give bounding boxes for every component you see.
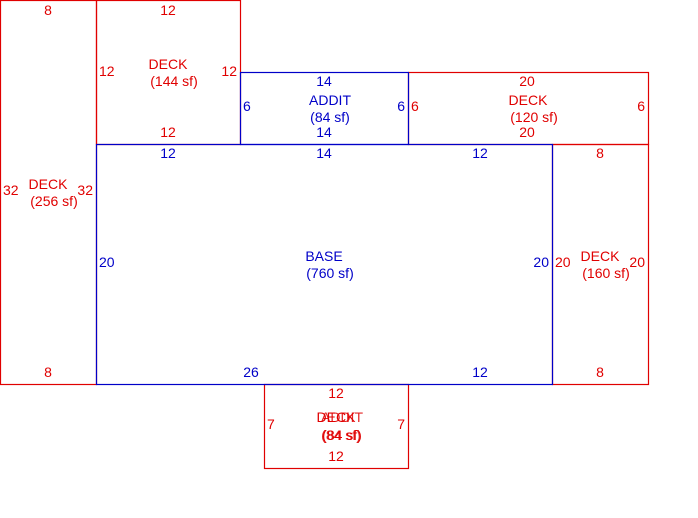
- deck-top-right-name: DECK: [509, 92, 549, 108]
- deck-top-right-area: (120 sf): [510, 109, 557, 125]
- addit-top-bottom-dim: 14: [316, 124, 332, 140]
- base-right-dim: 20: [533, 254, 549, 270]
- deck-top-area: (144 sf): [150, 73, 197, 89]
- base-top-mid-dim: 14: [316, 145, 332, 161]
- deck-top-right-left-dim: 6: [411, 98, 419, 114]
- base-top-left-dim: 12: [160, 145, 176, 161]
- base-bottom-right-dim: 12: [472, 364, 488, 380]
- addit-top-left-dim: 6: [243, 98, 251, 114]
- addit-bottom-right-dim: 7: [397, 416, 405, 432]
- addit-top-area: (84 sf): [310, 109, 350, 125]
- deck-left-name: DECK: [29, 176, 69, 192]
- deck-left-left-dim: 32: [3, 182, 19, 198]
- deck-top-right-right-dim: 6: [637, 98, 645, 114]
- deck-right-bottom-dim: 8: [596, 364, 604, 380]
- addit-top-name: ADDIT: [309, 92, 351, 108]
- deck-right-right-dim: 20: [629, 254, 645, 270]
- deck-right-name: DECK: [581, 248, 621, 264]
- addit-bottom-name: ADDIT: [321, 409, 363, 425]
- deck-top-right-dim: 12: [221, 63, 237, 79]
- deck-right-top-dim: 8: [596, 145, 604, 161]
- deck-left-bottom-dim: 8: [44, 364, 52, 380]
- deck-top-bottom-dim: 12: [160, 124, 176, 140]
- addit-top-top-dim: 14: [316, 73, 332, 89]
- deck-left-area: (256 sf): [30, 193, 77, 209]
- deck-top-right-top-dim: 20: [519, 73, 535, 89]
- base-outline: [95, 143, 554, 386]
- base-area: (760 sf): [306, 265, 353, 281]
- addit-bottom-bottom-dim: 12: [328, 448, 344, 464]
- deck-right-area: (160 sf): [582, 265, 629, 281]
- deck-top-left-dim: 12: [99, 63, 115, 79]
- base-name: BASE: [305, 248, 342, 264]
- addit-bottom-left-dim: 7: [267, 416, 275, 432]
- addit-top-right-dim: 6: [397, 98, 405, 114]
- base-top-right-dim: 12: [472, 145, 488, 161]
- addit-bottom-top-dim: 12: [328, 385, 344, 401]
- deck-top-name: DECK: [149, 56, 189, 72]
- deck-top-right-bottom-dim: 20: [519, 124, 535, 140]
- deck-bottom-overlay-name: DECK: [317, 409, 357, 425]
- deck-left-right-dim: 32: [77, 182, 93, 198]
- base-bottom-left-dim: 26: [243, 364, 259, 380]
- base-left-dim: 20: [99, 254, 115, 270]
- deck-top-top-dim: 12: [160, 2, 176, 18]
- deck-left-top-dim: 8: [44, 2, 52, 18]
- addit-bottom-area: (84 sf): [321, 427, 361, 443]
- deck-right-left-dim: 20: [555, 254, 571, 270]
- deck-bottom-overlay-area: (84 sf): [322, 427, 362, 443]
